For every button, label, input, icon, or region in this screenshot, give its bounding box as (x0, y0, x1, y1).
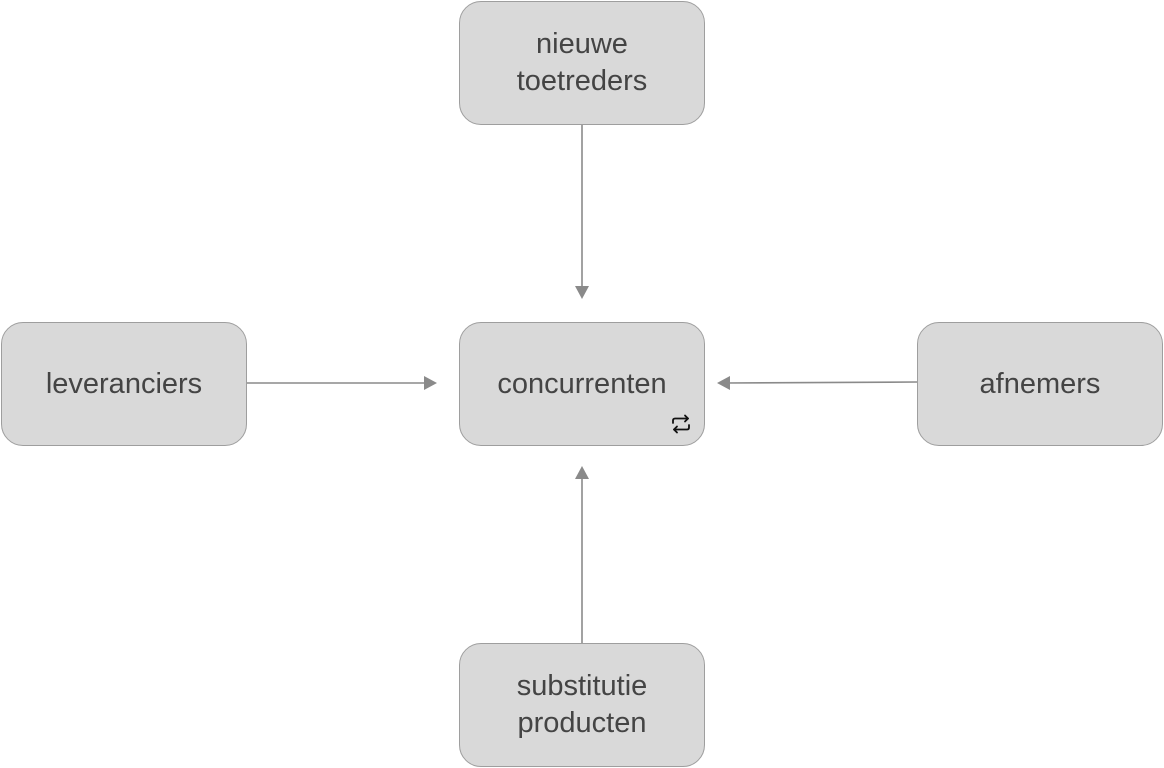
arrow-top-to-center (575, 125, 589, 299)
node-label: afnemers (979, 367, 1101, 400)
node-label: concurrenten (497, 367, 667, 400)
arrow-bottom-to-center (575, 466, 589, 643)
arrow-right-to-center (717, 376, 918, 390)
cycle-icon[interactable] (669, 412, 693, 436)
node-substitutie-producten[interactable]: substitutie producten (459, 643, 705, 767)
node-leveranciers[interactable]: leveranciers (1, 322, 247, 446)
node-label: leveranciers (45, 367, 203, 400)
node-label: substitutie producten (516, 670, 648, 739)
node-label: nieuwe toetreders (516, 28, 648, 97)
node-afnemers[interactable]: afnemers (917, 322, 1163, 446)
arrow-left-to-center (247, 376, 437, 390)
node-nieuwe-toetreders[interactable]: nieuwe toetreders (459, 1, 705, 125)
node-concurrenten[interactable]: concurrenten (459, 322, 705, 446)
